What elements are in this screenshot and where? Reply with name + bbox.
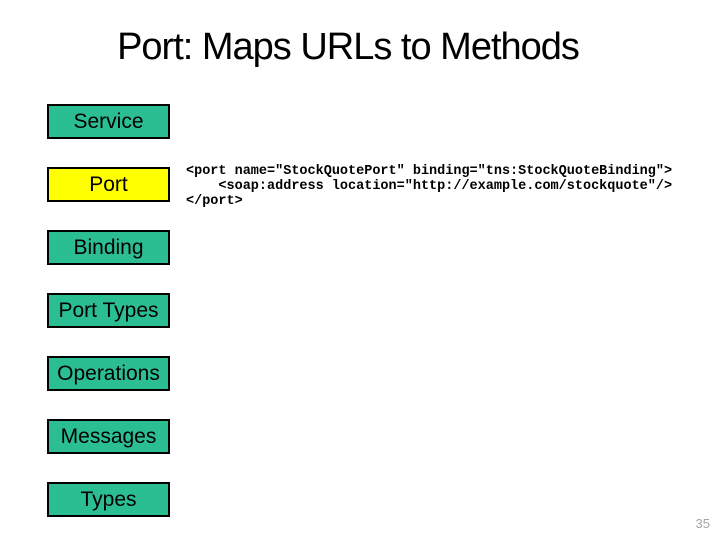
box-types: Types bbox=[47, 482, 170, 517]
box-port-types-label: Port Types bbox=[58, 298, 159, 322]
box-port: Port bbox=[47, 167, 170, 202]
slide-title: Port: Maps URLs to Methods bbox=[117, 26, 580, 68]
box-messages-label: Messages bbox=[60, 424, 157, 448]
box-binding: Binding bbox=[47, 230, 170, 265]
wsdl-structure-column: Service Port Binding Port Types Operatio… bbox=[47, 104, 170, 540]
code-line-3: </port> bbox=[186, 194, 243, 209]
box-operations-label: Operations bbox=[57, 361, 160, 385]
box-binding-label: Binding bbox=[73, 235, 144, 259]
code-line-1: <port name="StockQuotePort" binding="tns… bbox=[186, 164, 673, 179]
box-service-label: Service bbox=[73, 109, 144, 133]
box-types-label: Types bbox=[80, 487, 137, 511]
slide-page-number: 35 bbox=[695, 516, 710, 531]
box-port-types: Port Types bbox=[47, 293, 170, 328]
box-operations: Operations bbox=[47, 356, 170, 391]
box-port-label: Port bbox=[89, 172, 128, 196]
wsdl-code-snippet: <port name="StockQuotePort" binding="tns… bbox=[186, 164, 672, 209]
box-service: Service bbox=[47, 104, 170, 139]
code-line-2: <soap:address location="http://example.c… bbox=[186, 179, 673, 194]
box-messages: Messages bbox=[47, 419, 170, 454]
